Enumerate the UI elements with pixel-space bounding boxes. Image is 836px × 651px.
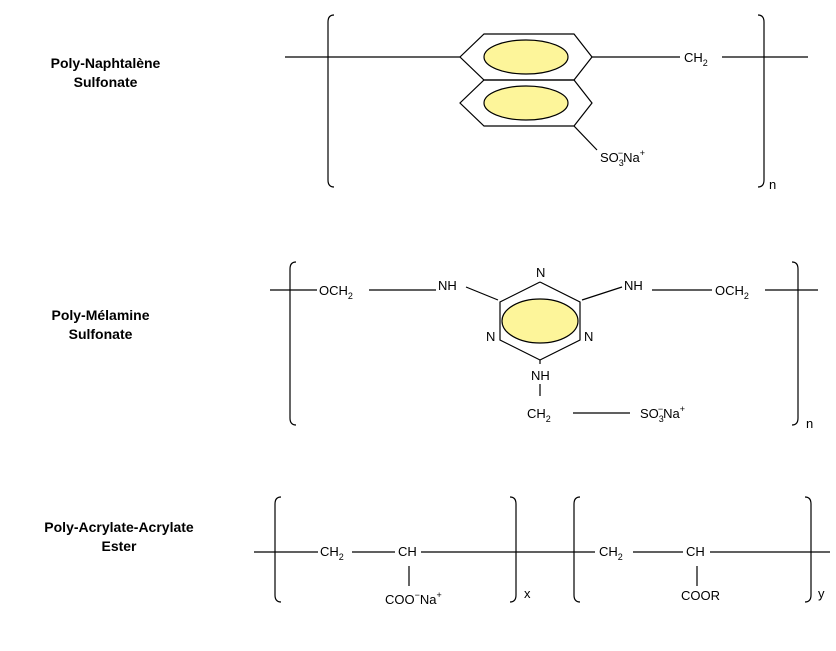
polymer-name-line: Poly-Naphtalène xyxy=(50,55,161,71)
repeat-index: y xyxy=(818,586,825,601)
bracket-left xyxy=(327,14,335,188)
nh-label: NH xyxy=(531,368,550,383)
polymer-name-line: Poly-Mélamine xyxy=(51,307,150,323)
acrylate-structure xyxy=(254,496,830,603)
aromatic-circle-icon xyxy=(483,85,569,121)
ring-n-label: N xyxy=(536,265,545,280)
ch-label: CH xyxy=(398,544,417,559)
bracket-left xyxy=(573,496,581,603)
och2-label: OCH2 xyxy=(715,283,749,301)
polymer-name-line: Sulfonate xyxy=(68,326,133,342)
polymer-name-line: Poly-Acrylate-Acrylate xyxy=(44,519,194,535)
naphthalene-structure xyxy=(285,14,808,188)
ch2-label: CH2 xyxy=(320,544,344,562)
ch2-label: CH2 xyxy=(527,406,551,424)
bond-sulfonate xyxy=(573,125,598,151)
ch2-label: CH2 xyxy=(684,50,708,68)
bracket-left xyxy=(289,261,297,426)
sulfonate-label: SO3−Na+ xyxy=(640,404,685,424)
polymer-name-acrylate: Poly-Acrylate-Acrylate Ester xyxy=(4,518,234,556)
ring-n-label: N xyxy=(486,329,495,344)
bracket-right xyxy=(509,496,517,603)
bracket-right xyxy=(757,14,765,188)
nh-label: NH xyxy=(624,278,643,293)
melamine-structure xyxy=(270,261,818,426)
sulfonate-label: SO3−Na+ xyxy=(600,148,645,168)
polymer-name-naphthalene: Poly-Naphtalène Sulfonate xyxy=(18,54,193,92)
nh-label: NH xyxy=(438,278,457,293)
och2-label: OCH2 xyxy=(319,283,353,301)
repeat-index: x xyxy=(524,586,531,601)
bond xyxy=(581,286,623,301)
bracket-left xyxy=(274,496,282,603)
ch2-label: CH2 xyxy=(599,544,623,562)
ester-label: COOR xyxy=(681,588,720,603)
carboxylate-label: COO−Na+ xyxy=(385,590,442,607)
aromatic-circle-icon xyxy=(483,39,569,75)
ring-n-label: N xyxy=(584,329,593,344)
bracket-right xyxy=(791,261,799,426)
repeat-index: n xyxy=(769,177,776,192)
polymer-name-line: Ester xyxy=(101,538,137,554)
bracket-right xyxy=(804,496,812,603)
repeat-index: n xyxy=(806,416,813,431)
bond xyxy=(465,286,499,301)
aromatic-circle-icon xyxy=(501,298,579,344)
polymer-name-line: Sulfonate xyxy=(73,74,138,90)
ch-label: CH xyxy=(686,544,705,559)
polymer-name-melamine: Poly-Mélamine Sulfonate xyxy=(18,306,183,344)
